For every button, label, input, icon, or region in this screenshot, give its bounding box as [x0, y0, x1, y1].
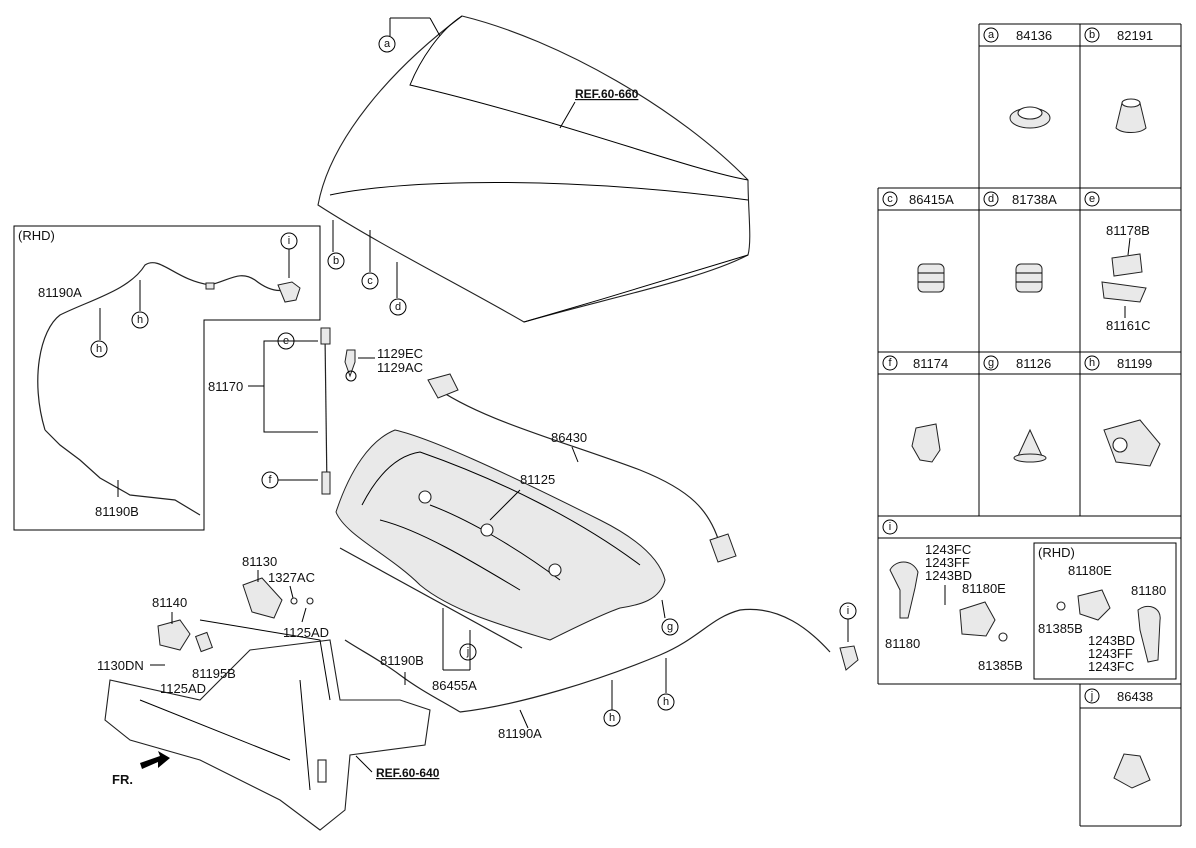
release-cable [344, 608, 859, 713]
table-e-letter: e [1089, 193, 1095, 205]
label-81130: 81130 [242, 554, 277, 569]
clip-bracket-icon [1101, 253, 1147, 303]
callout-h-main-a: h [609, 712, 615, 724]
i-left-81180: 81180 [885, 636, 920, 651]
callout-d-label: d [395, 301, 401, 313]
callout-h-rhd-a: h [96, 343, 102, 355]
table-c-letter: c [887, 193, 893, 205]
label-81190B: 81190B [380, 653, 424, 668]
label-81140: 81140 [152, 595, 187, 610]
label-1125AD-b: 1125AD [160, 681, 206, 696]
rhd-label: (RHD) [18, 228, 55, 243]
front-arrow-icon [140, 751, 170, 769]
push-clip-f-icon [911, 423, 941, 463]
i-right-code-1: 1243FF [1088, 646, 1133, 661]
front-carrier [104, 619, 431, 831]
callout-j-main: j [466, 646, 469, 658]
table-a-code: 84136 [1016, 28, 1052, 43]
i-right-81180: 81180 [1131, 583, 1166, 598]
callout-h-rhd-b: h [137, 314, 143, 326]
cone-clip-icon [1013, 428, 1047, 463]
grommet-icon [1009, 106, 1051, 129]
table-d-code: 81738A [1012, 192, 1057, 207]
label-1129AC: 1129AC [377, 360, 423, 375]
i-left-81385B: 81385B [978, 658, 1023, 673]
label-81190B-rhd: 81190B [95, 504, 139, 519]
table-e-bottom-code: 81161C [1106, 318, 1151, 333]
callout-b [327, 252, 345, 270]
i-right-81180E: 81180E [1068, 563, 1112, 578]
front-label: FR. [112, 772, 133, 787]
table-i-letter: i [889, 521, 891, 533]
hood-stay-rod [320, 327, 357, 495]
label-1125AD-a: 1125AD [283, 625, 329, 640]
table-a-letter: a [988, 29, 995, 41]
table-f-letter: f [888, 357, 892, 369]
callout-b-label: b [333, 255, 339, 267]
hood-panel [317, 15, 751, 323]
ref-hood: REF.60-660 [575, 87, 639, 101]
callout-f-main: f [268, 474, 272, 486]
callout-i-main: i [847, 605, 849, 617]
i-left-81180E: 81180E [962, 581, 1006, 596]
cable-clip-h-icon [1103, 419, 1161, 467]
i-right-code-2: 1243FC [1088, 659, 1134, 674]
label-81190A: 81190A [498, 726, 542, 741]
release-handle-rhd-icon [1137, 605, 1161, 663]
safety-hook [157, 619, 191, 651]
release-handle-icon [889, 561, 919, 619]
label-81170: 81170 [208, 379, 243, 394]
hood-latch [242, 577, 283, 619]
callout-c-label: c [367, 275, 373, 287]
i-right-81385B: 81385B [1038, 621, 1083, 636]
label-1129EC: 1129EC [377, 346, 423, 361]
callout-d [389, 298, 407, 316]
label-81190A-rhd: 81190A [38, 285, 82, 300]
i-left-code-2: 1243BD [925, 568, 972, 583]
label-1130DN: 1130DN [97, 658, 144, 673]
parts-table [877, 23, 1182, 827]
rhd-inset: (RHD) i 81190A h h 81190B [13, 225, 321, 531]
label-86430: 86430 [551, 430, 587, 445]
trim-clip-j-icon [1113, 753, 1151, 789]
label-81195B: 81195B [192, 666, 236, 681]
table-g-letter: g [988, 357, 994, 369]
table-d-letter: d [988, 193, 994, 205]
table-b-code: 82191 [1117, 28, 1153, 43]
bumper-stop-icon [1115, 98, 1147, 133]
label-1327AC: 1327AC [268, 570, 315, 585]
ref-carrier: REF.60-640 [376, 766, 440, 780]
callout-a [378, 35, 396, 53]
callout-h-main-b: h [663, 696, 669, 708]
table-h-code: 81199 [1117, 356, 1152, 371]
table-j-code: 86438 [1117, 689, 1153, 704]
callout-c [361, 272, 379, 290]
plug-c-icon [917, 263, 945, 293]
callout-g-main: g [667, 621, 673, 633]
hood-insulator [335, 429, 666, 641]
table-g-code: 81126 [1016, 356, 1051, 371]
plug-d-icon [1015, 263, 1043, 293]
table-f-code: 81174 [913, 356, 948, 371]
i-right-code-0: 1243BD [1088, 633, 1135, 648]
callout-a-label: a [384, 38, 391, 50]
table-j-letter: j [1090, 690, 1093, 702]
table-c-code: 86415A [909, 192, 954, 207]
label-81125: 81125 [520, 472, 555, 487]
i-left-code-1: 1243FF [925, 555, 970, 570]
table-h-letter: h [1089, 357, 1095, 369]
table-e-top-code: 81178B [1106, 223, 1150, 238]
table-b-letter: b [1089, 29, 1095, 41]
callout-i-rhd-label: i [288, 235, 290, 247]
i-left-code-0: 1243FC [925, 542, 971, 557]
label-86455A: 86455A [432, 678, 477, 693]
rhd-inset-label: (RHD) [1038, 545, 1075, 560]
weatherstrip [427, 373, 737, 563]
